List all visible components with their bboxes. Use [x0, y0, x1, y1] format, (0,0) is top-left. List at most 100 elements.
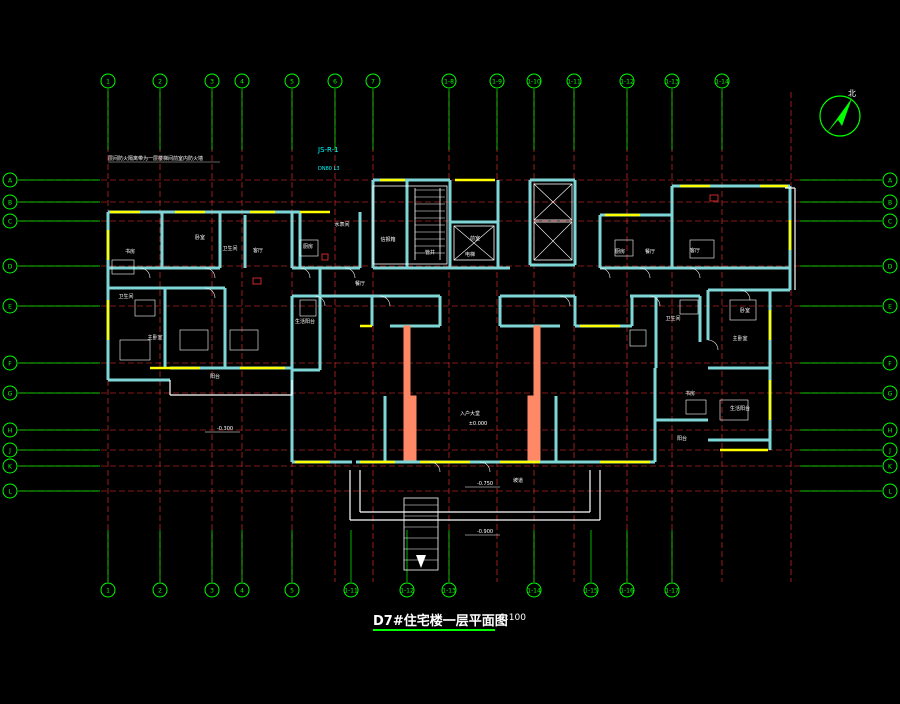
axis-bubble-right [882, 483, 898, 499]
furniture-item [299, 299, 317, 317]
axis-bubble-right [882, 422, 898, 438]
room-label-right: 生活阳台 [730, 405, 750, 412]
axis-bubble-bottom-label: 4 [240, 588, 244, 595]
axis-bubble-top-label: 1-13 [665, 79, 679, 86]
room-label-center: 电梯 [465, 251, 475, 258]
level-mark-ramp: -0.750 [477, 481, 493, 487]
ramp-text: 坡道 [513, 477, 523, 484]
axis-bubble-top [489, 73, 505, 89]
elevator-cross [533, 221, 573, 261]
axis-bubble-top [100, 73, 116, 89]
door-swing [689, 267, 701, 279]
room-label-right: 客厅 [690, 247, 700, 254]
axis-bubble-right [882, 194, 898, 210]
axis-bubble-top-label: 1-9 [492, 79, 502, 86]
axis-bubble-top-label: 5 [290, 79, 294, 86]
room-label-left: 书房 [125, 248, 135, 255]
axis-bubble-top [714, 73, 730, 89]
north-arrow-circle [819, 95, 861, 137]
axis-bubble-bottom [100, 582, 116, 598]
axis-bubble-bottom-label: 1-16 [620, 588, 634, 595]
axis-bubble-top [284, 73, 300, 89]
drawing-title: D7#住宅楼一层平面图 [373, 614, 508, 629]
level-mark-bottom: -0.900 [477, 529, 493, 535]
column-marker [527, 395, 535, 463]
entrance-marker [252, 277, 262, 285]
furniture-item [689, 239, 715, 259]
axis-bubble-bottom [441, 582, 457, 598]
axis-bubble-right-label: G [888, 391, 893, 398]
door-swing [639, 267, 651, 279]
axis-bubble-top-label: 3 [210, 79, 214, 86]
axis-bubble-left [2, 442, 18, 458]
axis-bubble-left-label: C [8, 219, 12, 226]
axis-bubble-bottom-label: 1 [106, 588, 110, 595]
axis-bubble-top [664, 73, 680, 89]
room-label-right: 书房 [685, 390, 695, 397]
axis-bubble-top [327, 73, 343, 89]
axis-bubble-bottom [284, 582, 300, 598]
axis-bubble-top-label: 6 [333, 79, 337, 86]
axis-bubble-bottom-label: 1-15 [584, 588, 598, 595]
room-label-right: 卧室 [740, 307, 750, 314]
furniture-item [134, 299, 156, 317]
axis-bubble-bottom [343, 582, 359, 598]
north-arrow-needle [826, 98, 852, 134]
elevator-cross [453, 225, 495, 261]
axis-bubble-right [882, 213, 898, 229]
axis-bubble-left-label: L [8, 489, 12, 496]
axis-bubble-left [2, 355, 18, 371]
axis-bubble-top-label: 4 [240, 79, 244, 86]
axis-bubble-left-label: H [8, 428, 13, 435]
drawing-scale: 1:100 [500, 613, 526, 623]
north-label: 北 [848, 89, 856, 98]
room-label-left: 客厅 [253, 247, 263, 254]
axis-bubble-left [2, 194, 18, 210]
axis-bubble-bottom-label: 3 [210, 588, 214, 595]
axis-bubble-top-label: 1-8 [444, 79, 454, 86]
room-label-left: 卧室 [195, 234, 205, 241]
axis-bubble-top-label: 1-11 [567, 79, 581, 86]
door-swing [314, 295, 326, 307]
column-marker [403, 325, 411, 463]
room-label-left: 餐厅 [355, 280, 365, 287]
stair-code-label: JS-R-1 [317, 146, 339, 154]
room-label-right: 卫生间 [665, 315, 680, 322]
axis-bubble-top [526, 73, 542, 89]
axis-bubble-bottom [399, 582, 415, 598]
hydrant-marker [709, 194, 719, 202]
door-swing [429, 461, 441, 473]
column-marker [409, 395, 417, 463]
room-label-center: 管井 [425, 249, 435, 256]
furniture-item [229, 329, 259, 351]
axis-bubble-top [365, 73, 381, 89]
axis-bubble-left [2, 422, 18, 438]
axis-bubble-left-label: D [8, 264, 13, 271]
furniture-item [685, 399, 707, 415]
axis-bubble-left [2, 172, 18, 188]
axis-bubble-right [882, 298, 898, 314]
door-swing [707, 339, 719, 351]
axis-bubble-right-label: A [888, 178, 893, 185]
door-swing [344, 267, 356, 279]
axis-bubble-left-label: F [8, 361, 12, 368]
axis-bubble-top [204, 73, 220, 89]
room-label-right: 餐厅 [645, 248, 655, 255]
axis-bubble-bottom-label: 5 [290, 588, 294, 595]
axis-bubble-bottom [664, 582, 680, 598]
ramp-outline [403, 497, 439, 571]
axis-bubble-bottom [152, 582, 168, 598]
hydrant-marker [321, 253, 329, 261]
elevator-shaft [453, 225, 495, 261]
axis-bubble-right-label: D [888, 264, 893, 271]
door-swing [204, 287, 216, 299]
room-label-left: 厨房 [303, 243, 313, 250]
stair-spec-label: DN80 L3 [318, 166, 340, 172]
axis-bubble-top [441, 73, 457, 89]
door-swing [479, 461, 491, 473]
axis-bubble-right-label: K [888, 464, 893, 471]
furniture-item [679, 299, 699, 315]
axis-bubble-left-label: A [8, 178, 13, 185]
axis-bubble-top-label: 1-10 [527, 79, 541, 86]
